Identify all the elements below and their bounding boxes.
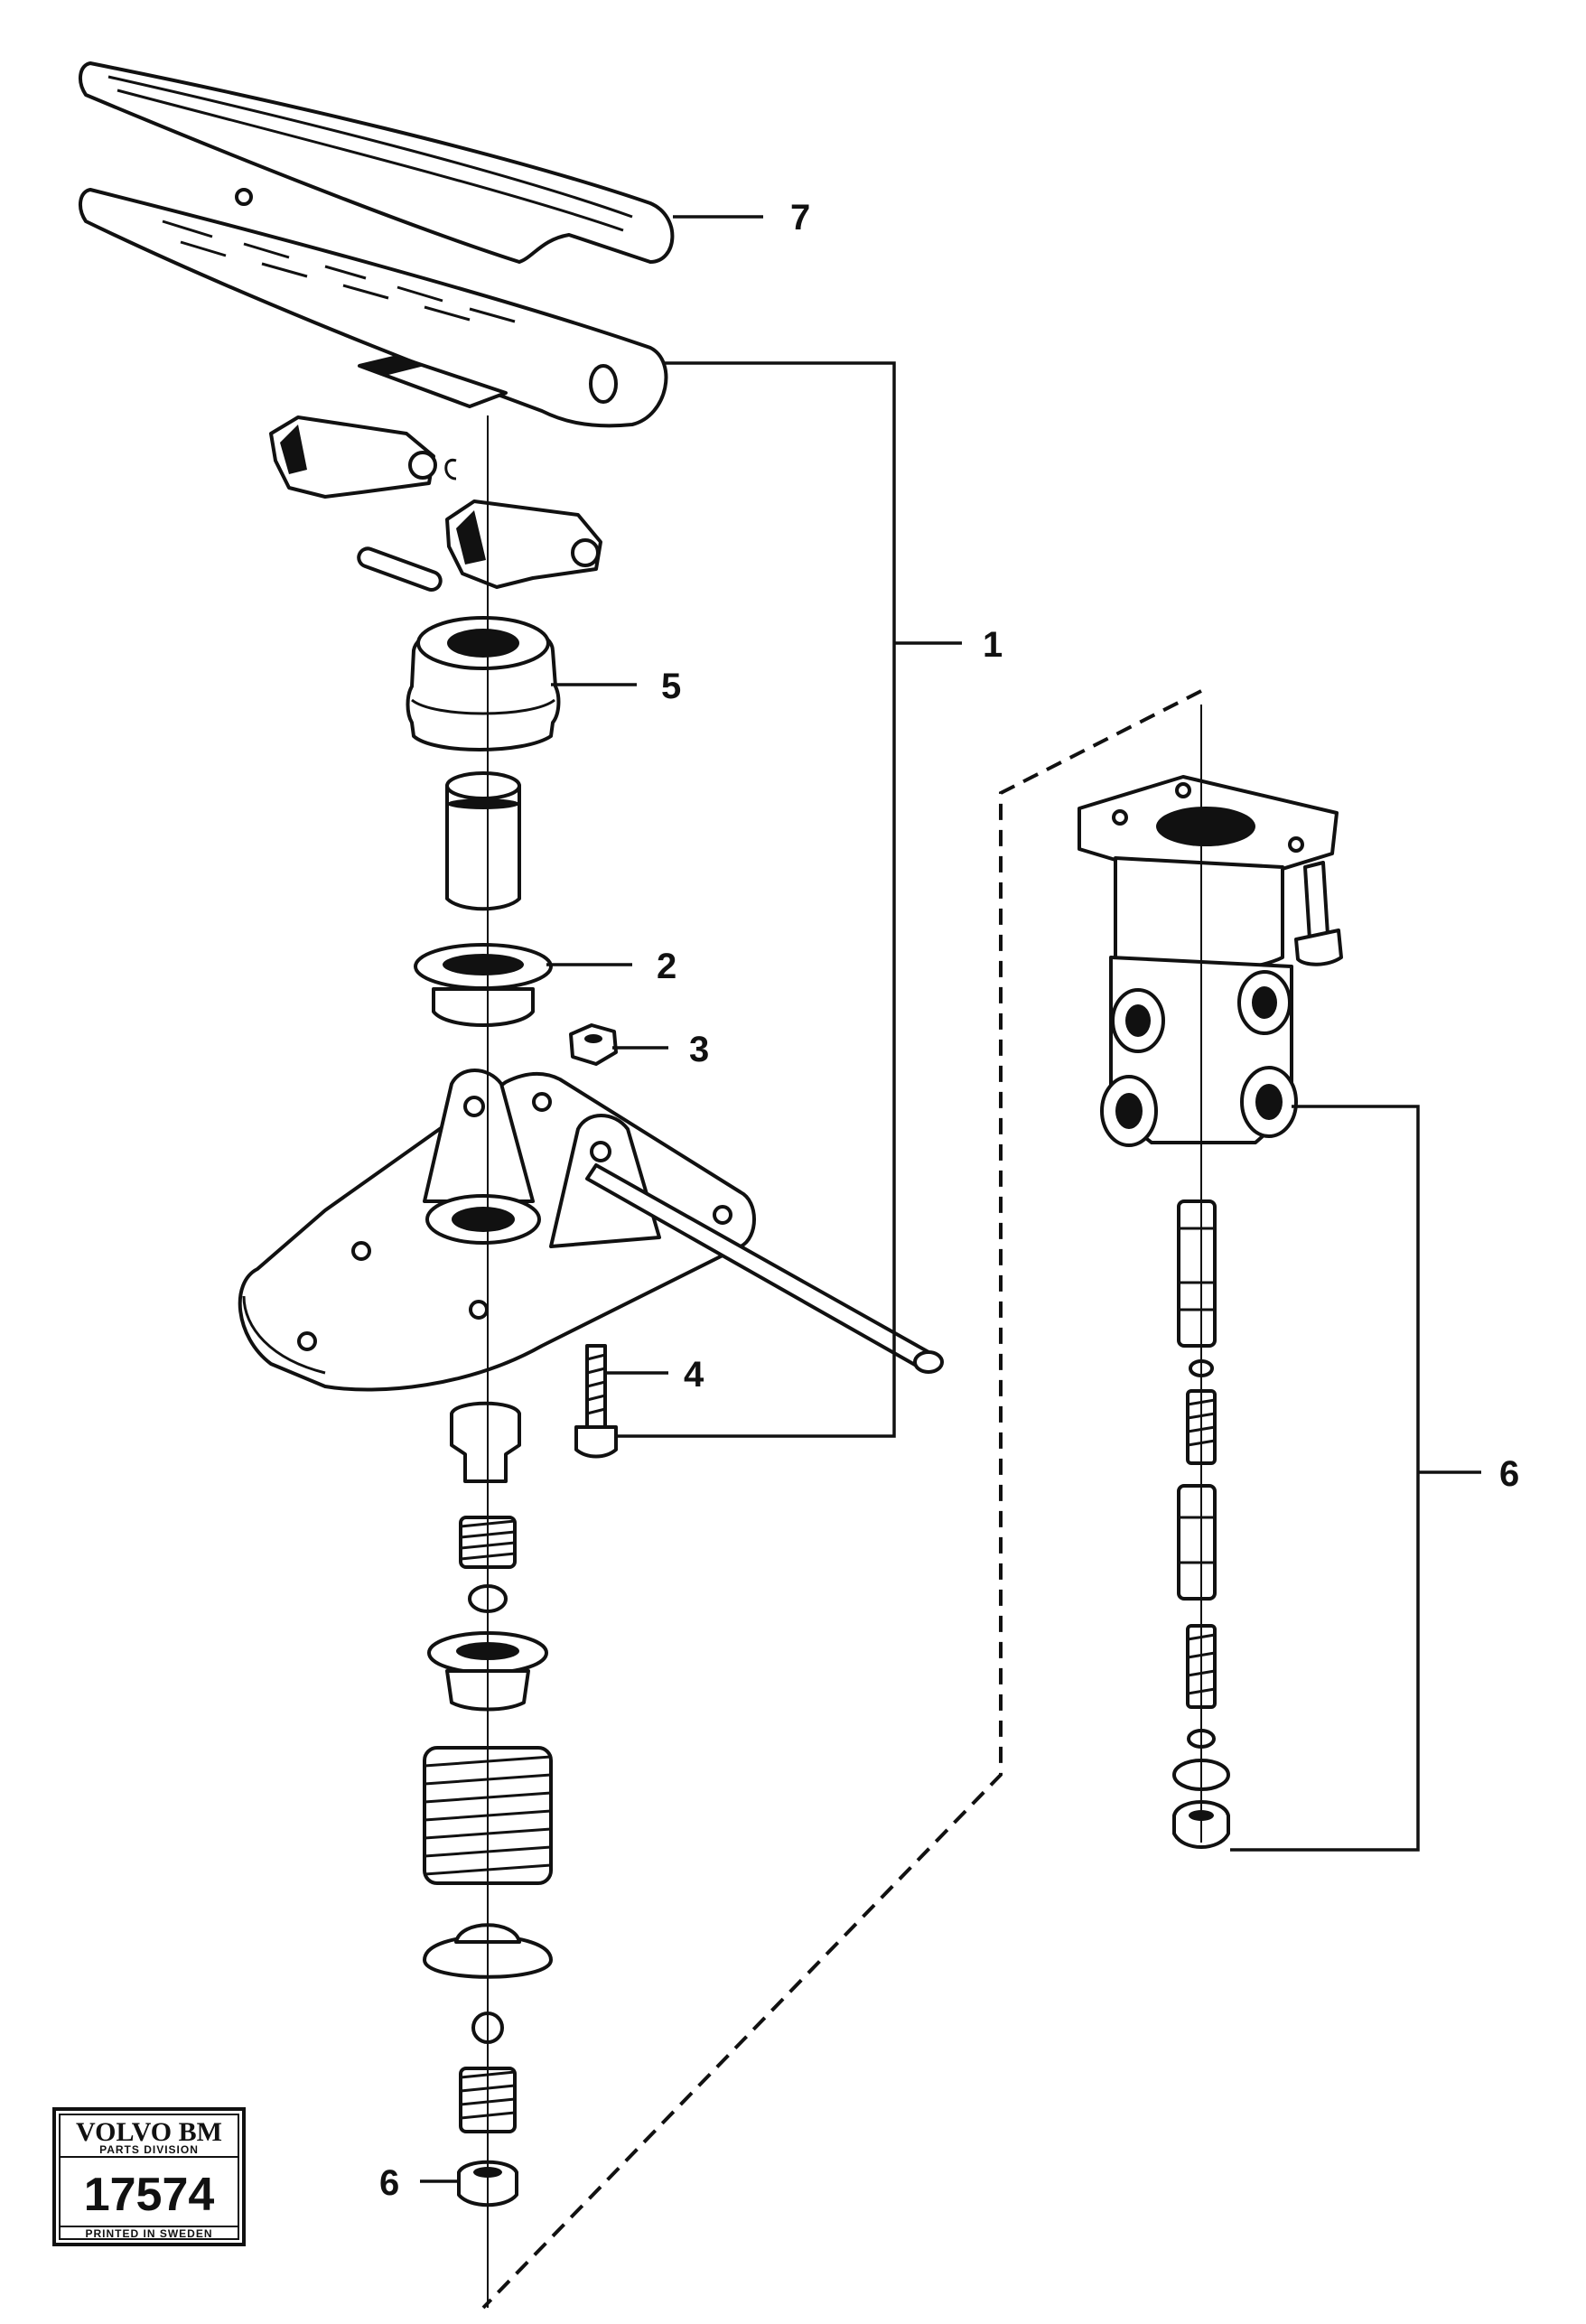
callout-6-bottom: 6 xyxy=(379,2163,399,2203)
pin xyxy=(357,546,443,592)
screw xyxy=(574,1344,618,1459)
nut xyxy=(569,1023,618,1066)
assembly-axis-lines xyxy=(487,415,1202,2308)
stamp-number: 17574 xyxy=(84,2169,215,2221)
group-outline xyxy=(481,689,1202,2310)
callout-1: 1 xyxy=(983,625,1003,665)
valve-piston xyxy=(450,1401,521,1483)
callout-6-right: 6 xyxy=(1499,1454,1519,1494)
parts-division-stamp: VOLVO BM PARTS DIVISION 17574 PRINTED IN… xyxy=(52,2107,246,2246)
leader-lines xyxy=(420,215,1481,2183)
callout-3: 3 xyxy=(689,1030,709,1069)
callout-2: 2 xyxy=(657,947,676,986)
long-pin xyxy=(585,1163,944,1374)
callout-7: 7 xyxy=(790,198,810,238)
pedal-arm xyxy=(79,188,668,428)
stamp-brand: VOLVO BM xyxy=(76,2117,222,2147)
flange-screw xyxy=(1294,861,1343,966)
seal-guide xyxy=(414,943,553,1027)
stamp-printed: PRINTED IN SWEDEN xyxy=(85,2227,212,2240)
circlip xyxy=(444,458,457,481)
pedal-rubber-cover xyxy=(79,61,675,264)
rubber-boot xyxy=(406,616,561,751)
plunger xyxy=(445,771,521,911)
callout-4: 4 xyxy=(684,1355,704,1395)
clevis-block-upper xyxy=(269,415,437,499)
clevis-block-lower xyxy=(445,499,602,589)
pad-plate xyxy=(358,355,508,408)
callout-5: 5 xyxy=(661,667,681,706)
stamp-division: PARTS DIVISION xyxy=(99,2143,199,2156)
valve-body xyxy=(1078,775,1339,1147)
